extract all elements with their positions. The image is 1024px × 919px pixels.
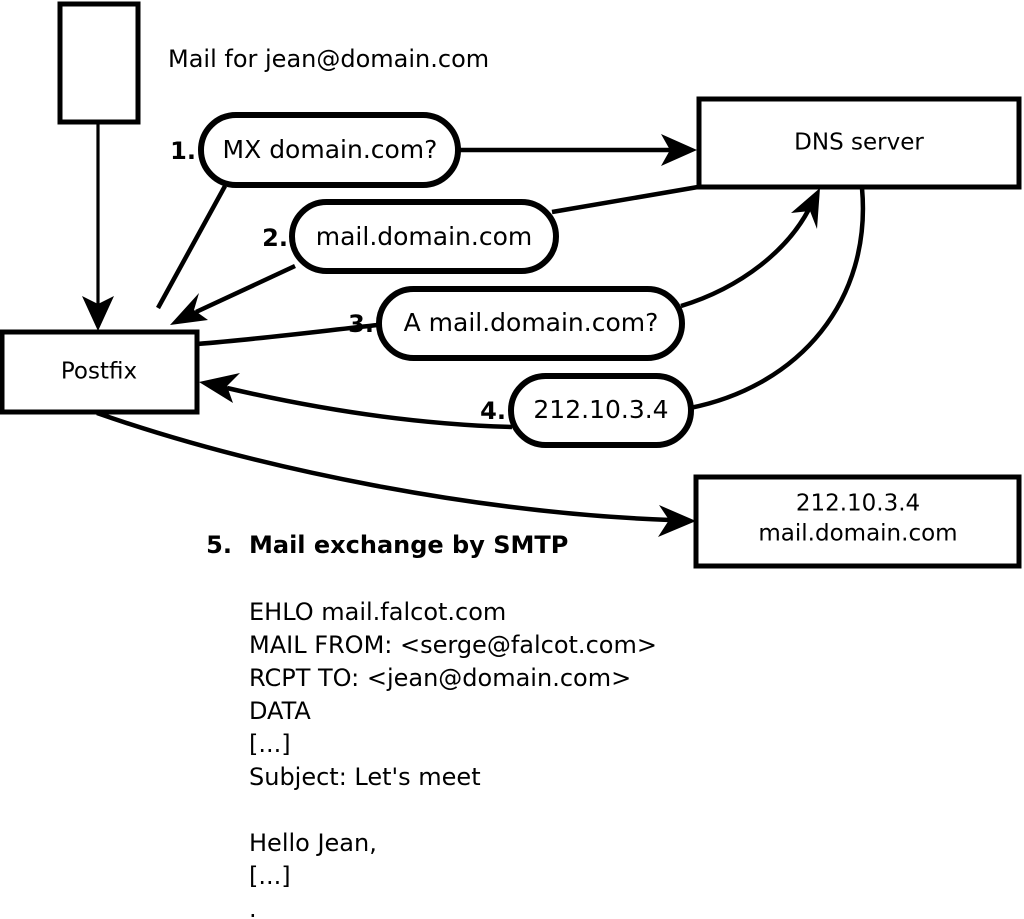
arrow-step4-to-postfix (199, 373, 513, 430)
smtp-line-5: Subject: Let's meet (249, 763, 481, 791)
node-mail-server-ip: 212.10.3.4 (796, 491, 920, 517)
edge-step2-dns-origin (551, 184, 699, 215)
arrow-step2-to-postfix (170, 263, 296, 325)
step-1-number: 1. (170, 137, 196, 165)
step-4: 4. 212.10.3.4 (480, 373, 694, 448)
edge-step1-postfix-origin (156, 184, 227, 310)
node-dns-server-label: DNS server (794, 130, 924, 156)
step-2-number: 2. (262, 224, 288, 252)
step-3-label: A mail.domain.com? (404, 308, 659, 337)
smtp-transcript: EHLO mail.falcot.com MAIL FROM: <serge@f… (249, 598, 657, 919)
step-3: 3. A mail.domain.com? (348, 286, 685, 361)
step-2-label: mail.domain.com (316, 222, 532, 251)
node-mail-server-host: mail.domain.com (758, 521, 957, 547)
smtp-line-3: DATA (249, 697, 311, 725)
step-1-label: MX domain.com? (223, 135, 438, 164)
step-1: 1. MX domain.com? (170, 112, 461, 188)
arrow-client-to-postfix (82, 122, 114, 331)
page-title: Mail for jean@domain.com (168, 45, 489, 73)
step-4-number: 4. (480, 397, 506, 425)
smtp-line-8: [...] (249, 862, 291, 890)
step-4-label: 212.10.3.4 (533, 395, 668, 424)
node-postfix: Postfix (0, 329, 200, 415)
node-client (57, 1, 141, 125)
node-dns-server: DNS server (696, 96, 1022, 190)
smtp-line-9: . (249, 895, 257, 919)
step-5-number: 5. (206, 531, 232, 559)
node-postfix-label: Postfix (61, 359, 137, 385)
smtp-line-2: RCPT TO: <jean@domain.com> (249, 664, 631, 692)
arrow-step5-to-mail-server (96, 410, 696, 537)
step-5-label: Mail exchange by SMTP (249, 531, 568, 559)
edge-step3-postfix-origin (196, 322, 379, 347)
smtp-line-7: Hello Jean, (249, 829, 377, 857)
smtp-line-1: MAIL FROM: <serge@falcot.com> (249, 631, 657, 659)
node-mail-server: 212.10.3.4 mail.domain.com (693, 474, 1022, 569)
smtp-line-0: EHLO mail.falcot.com (249, 598, 506, 626)
smtp-line-4: [...] (249, 730, 291, 758)
arrow-step3-to-dns (680, 188, 820, 309)
step-3-number: 3. (348, 310, 374, 338)
edge-step4-dns-origin (689, 187, 866, 411)
step-2: 2. mail.domain.com (262, 199, 559, 274)
arrow-step1-to-dns (458, 134, 697, 166)
